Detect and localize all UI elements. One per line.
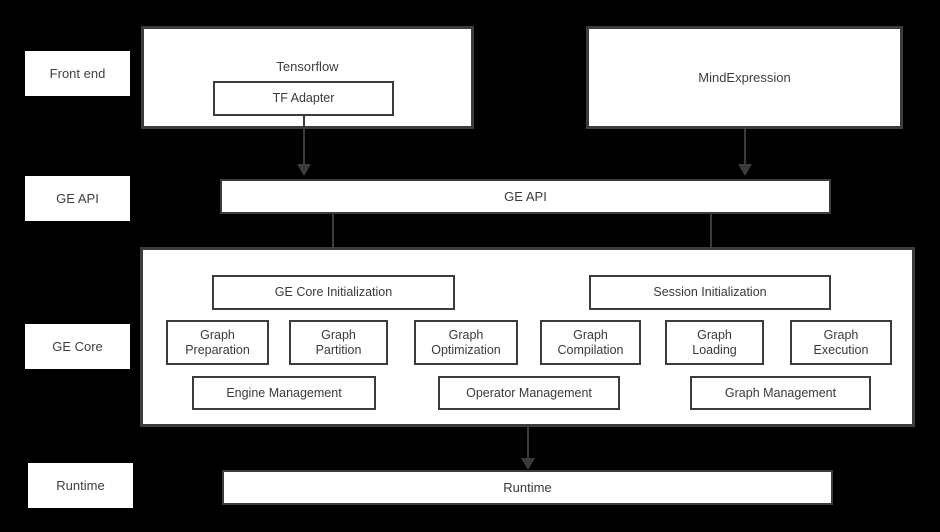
connector-tf-adapter-to-ge-api-arrowhead — [297, 164, 311, 176]
stage-label-runtime: Runtime — [28, 463, 133, 508]
connector-tf-adapter-to-ge-api-line — [303, 116, 305, 166]
graph-partition-box[interactable]: Graph Partition — [289, 320, 388, 365]
connector-ge-core-to-runtime-arrowhead — [521, 458, 535, 470]
connector-mindexpression-to-ge-api-arrowhead — [738, 164, 752, 176]
mindexpression-title: MindExpression — [698, 69, 791, 85]
connector-ge-api-to-ge-core-init-line — [332, 214, 334, 262]
operator-management-box[interactable]: Operator Management — [438, 376, 620, 410]
stage-label-ge-api: GE API — [25, 176, 130, 221]
ge-core-initialization-box[interactable]: GE Core Initialization — [212, 275, 455, 310]
mindexpression-container: MindExpression — [586, 26, 903, 129]
connector-ge-api-to-session-init-line — [710, 214, 712, 262]
runtime-bar[interactable]: Runtime — [222, 470, 833, 505]
graph-management-box[interactable]: Graph Management — [690, 376, 871, 410]
graph-execution-box[interactable]: Graph Execution — [790, 320, 892, 365]
tf-adapter-box[interactable]: TF Adapter — [213, 81, 394, 116]
graph-preparation-box[interactable]: Graph Preparation — [166, 320, 269, 365]
connector-mindexpression-to-ge-api-line — [744, 129, 746, 166]
graph-loading-box[interactable]: Graph Loading — [665, 320, 764, 365]
stage-label-front-end: Front end — [25, 51, 130, 96]
session-initialization-box[interactable]: Session Initialization — [589, 275, 831, 310]
connector-ge-core-to-runtime-line — [527, 427, 529, 460]
graph-optimization-box[interactable]: Graph Optimization — [414, 320, 518, 365]
tensorflow-title: Tensorflow — [276, 59, 339, 74]
graph-compilation-box[interactable]: Graph Compilation — [540, 320, 641, 365]
engine-management-box[interactable]: Engine Management — [192, 376, 376, 410]
ge-api-bar[interactable]: GE API — [220, 179, 831, 214]
stage-label-ge-core: GE Core — [25, 324, 130, 369]
